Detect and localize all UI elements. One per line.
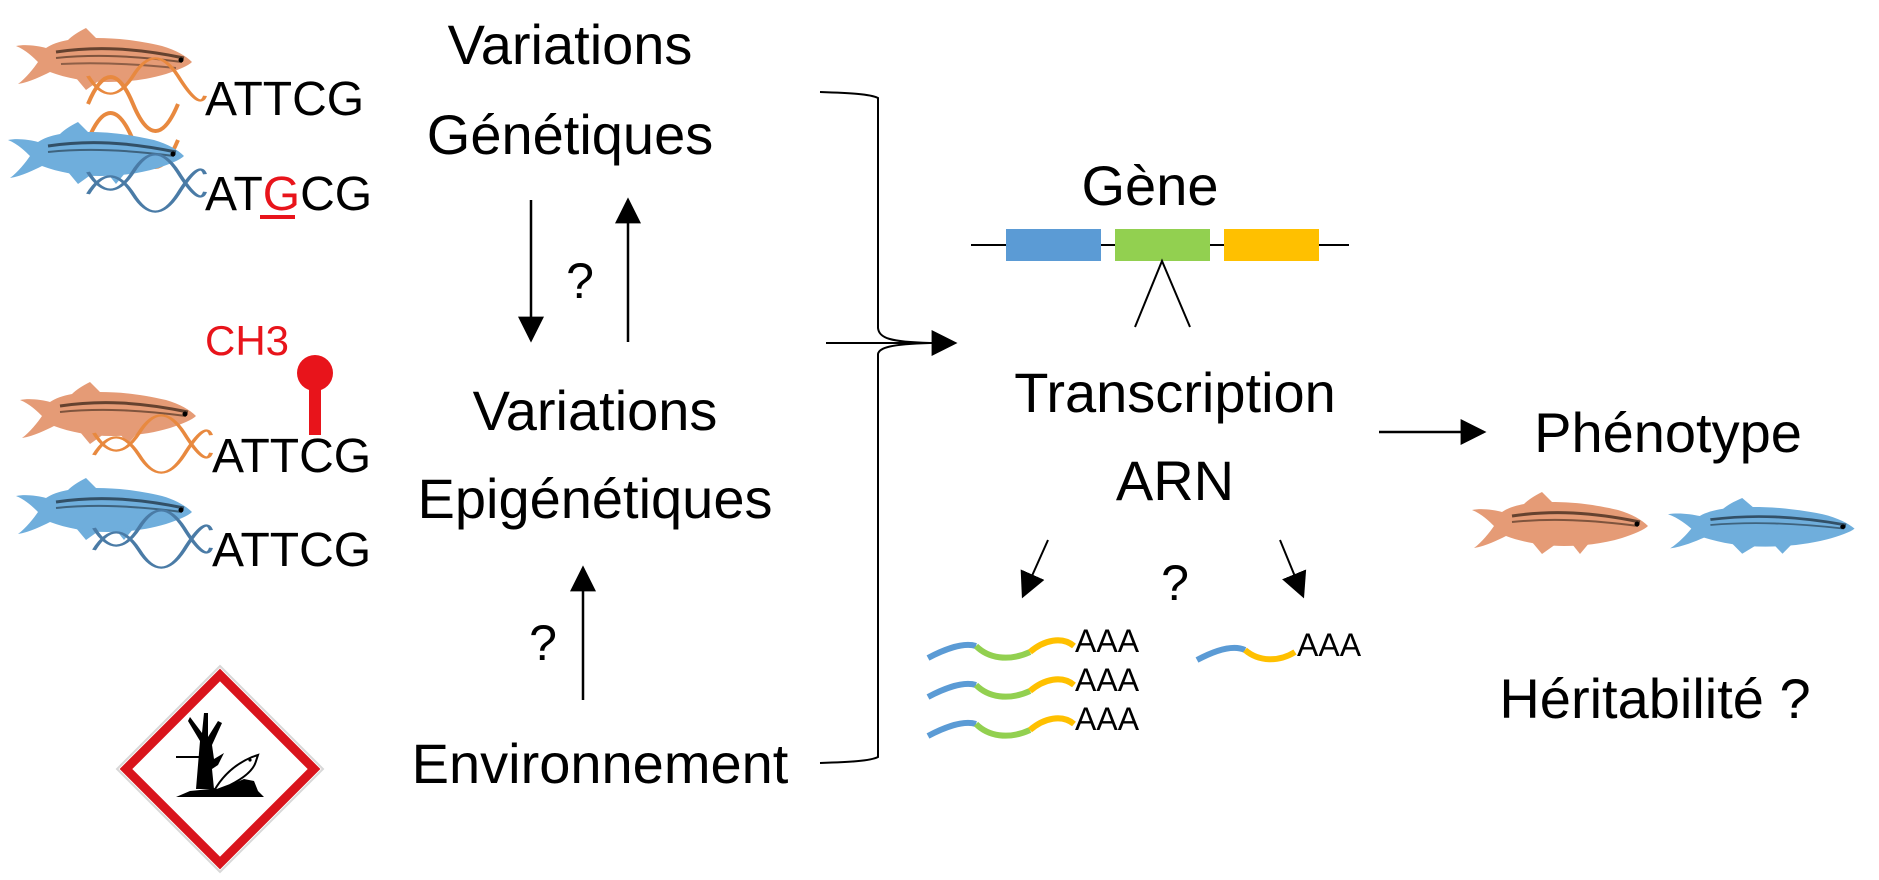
mutated-base: G bbox=[263, 168, 300, 221]
transcript-full-1 bbox=[926, 637, 1076, 661]
dna-sequence-blue-mutated: ATGCG bbox=[205, 168, 372, 221]
epigenetic-title-line2: Epigénétiques bbox=[418, 467, 773, 530]
polya-tail-skipped: AAA bbox=[1297, 627, 1362, 663]
gene-label: Gène bbox=[1082, 154, 1219, 217]
environment-label: Environnement bbox=[412, 732, 789, 795]
exon-1-blue bbox=[1006, 229, 1101, 261]
transcription-label-line2: ARN bbox=[1116, 449, 1234, 512]
phenotype-label: Phénotype bbox=[1534, 401, 1802, 464]
methyl-group-label: CH3 bbox=[205, 317, 289, 364]
epigenetic-fish-orange bbox=[20, 382, 196, 444]
seq-suffix: CG bbox=[300, 168, 372, 221]
dna-helix-orange-icon bbox=[92, 414, 213, 474]
environmental-hazard-icon bbox=[115, 664, 325, 874]
exon-3-yellow bbox=[1224, 229, 1319, 261]
heritability-label: Héritabilité ? bbox=[1499, 667, 1810, 730]
polya-tail-1: AAA bbox=[1075, 623, 1140, 659]
polya-tail-2: AAA bbox=[1075, 662, 1140, 698]
converging-bracket-connector bbox=[819, 91, 931, 764]
seq-prefix: AT bbox=[205, 168, 263, 221]
question-splicing: ? bbox=[1161, 555, 1189, 611]
arrow-splice-right bbox=[1279, 539, 1307, 599]
transcripts-full-length bbox=[926, 637, 1076, 739]
transcript-exon-skipped bbox=[1195, 644, 1297, 663]
arrow-splice-left bbox=[1020, 539, 1049, 599]
dna-helix-blue-icon bbox=[92, 509, 213, 569]
genetic-variation-fish-orange bbox=[16, 28, 192, 90]
methylation-pin-icon bbox=[297, 355, 333, 435]
epigenetic-title-line1: Variations bbox=[473, 379, 718, 442]
genetic-title-line1: Variations bbox=[448, 13, 693, 76]
genetic-title-line2: Génétiques bbox=[427, 103, 713, 166]
question-gen-epi: ? bbox=[566, 253, 594, 309]
polya-tail-3: AAA bbox=[1075, 701, 1140, 737]
transcript-full-3 bbox=[926, 715, 1076, 739]
phenotype-fish-blue bbox=[1668, 498, 1855, 554]
splice-caret bbox=[1134, 258, 1191, 328]
dna-sequence-methylated: ATTCG bbox=[212, 430, 371, 483]
phenotype-fish-orange bbox=[1472, 492, 1648, 554]
question-env-epi: ? bbox=[529, 615, 557, 671]
dna-sequence-orange: ATTCG bbox=[205, 73, 364, 126]
exon-2-green bbox=[1115, 229, 1210, 261]
dna-helix-blue-icon bbox=[86, 153, 207, 213]
epigenetic-fish-blue bbox=[16, 478, 192, 540]
transcription-label-line1: Transcription bbox=[1014, 361, 1336, 424]
transcript-full-2 bbox=[926, 676, 1076, 700]
dna-sequence-unmethylated: ATTCG bbox=[212, 524, 371, 577]
